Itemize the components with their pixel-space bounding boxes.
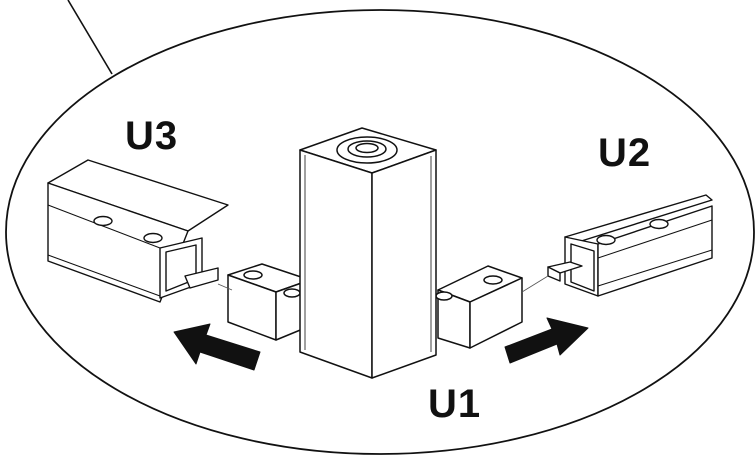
label-u2: U2 bbox=[598, 131, 652, 175]
label-u3: U3 bbox=[125, 114, 179, 158]
connector-u1 bbox=[227, 127, 523, 379]
arrow-right-icon bbox=[504, 317, 589, 364]
label-u1: U1 bbox=[428, 382, 482, 426]
tube-u2 bbox=[547, 194, 713, 297]
guide-line-right bbox=[521, 275, 549, 293]
tube-u3 bbox=[47, 159, 229, 303]
arrow-left-icon bbox=[173, 323, 261, 371]
callout-leader-line bbox=[67, 0, 113, 75]
guide-line-left bbox=[217, 283, 233, 291]
